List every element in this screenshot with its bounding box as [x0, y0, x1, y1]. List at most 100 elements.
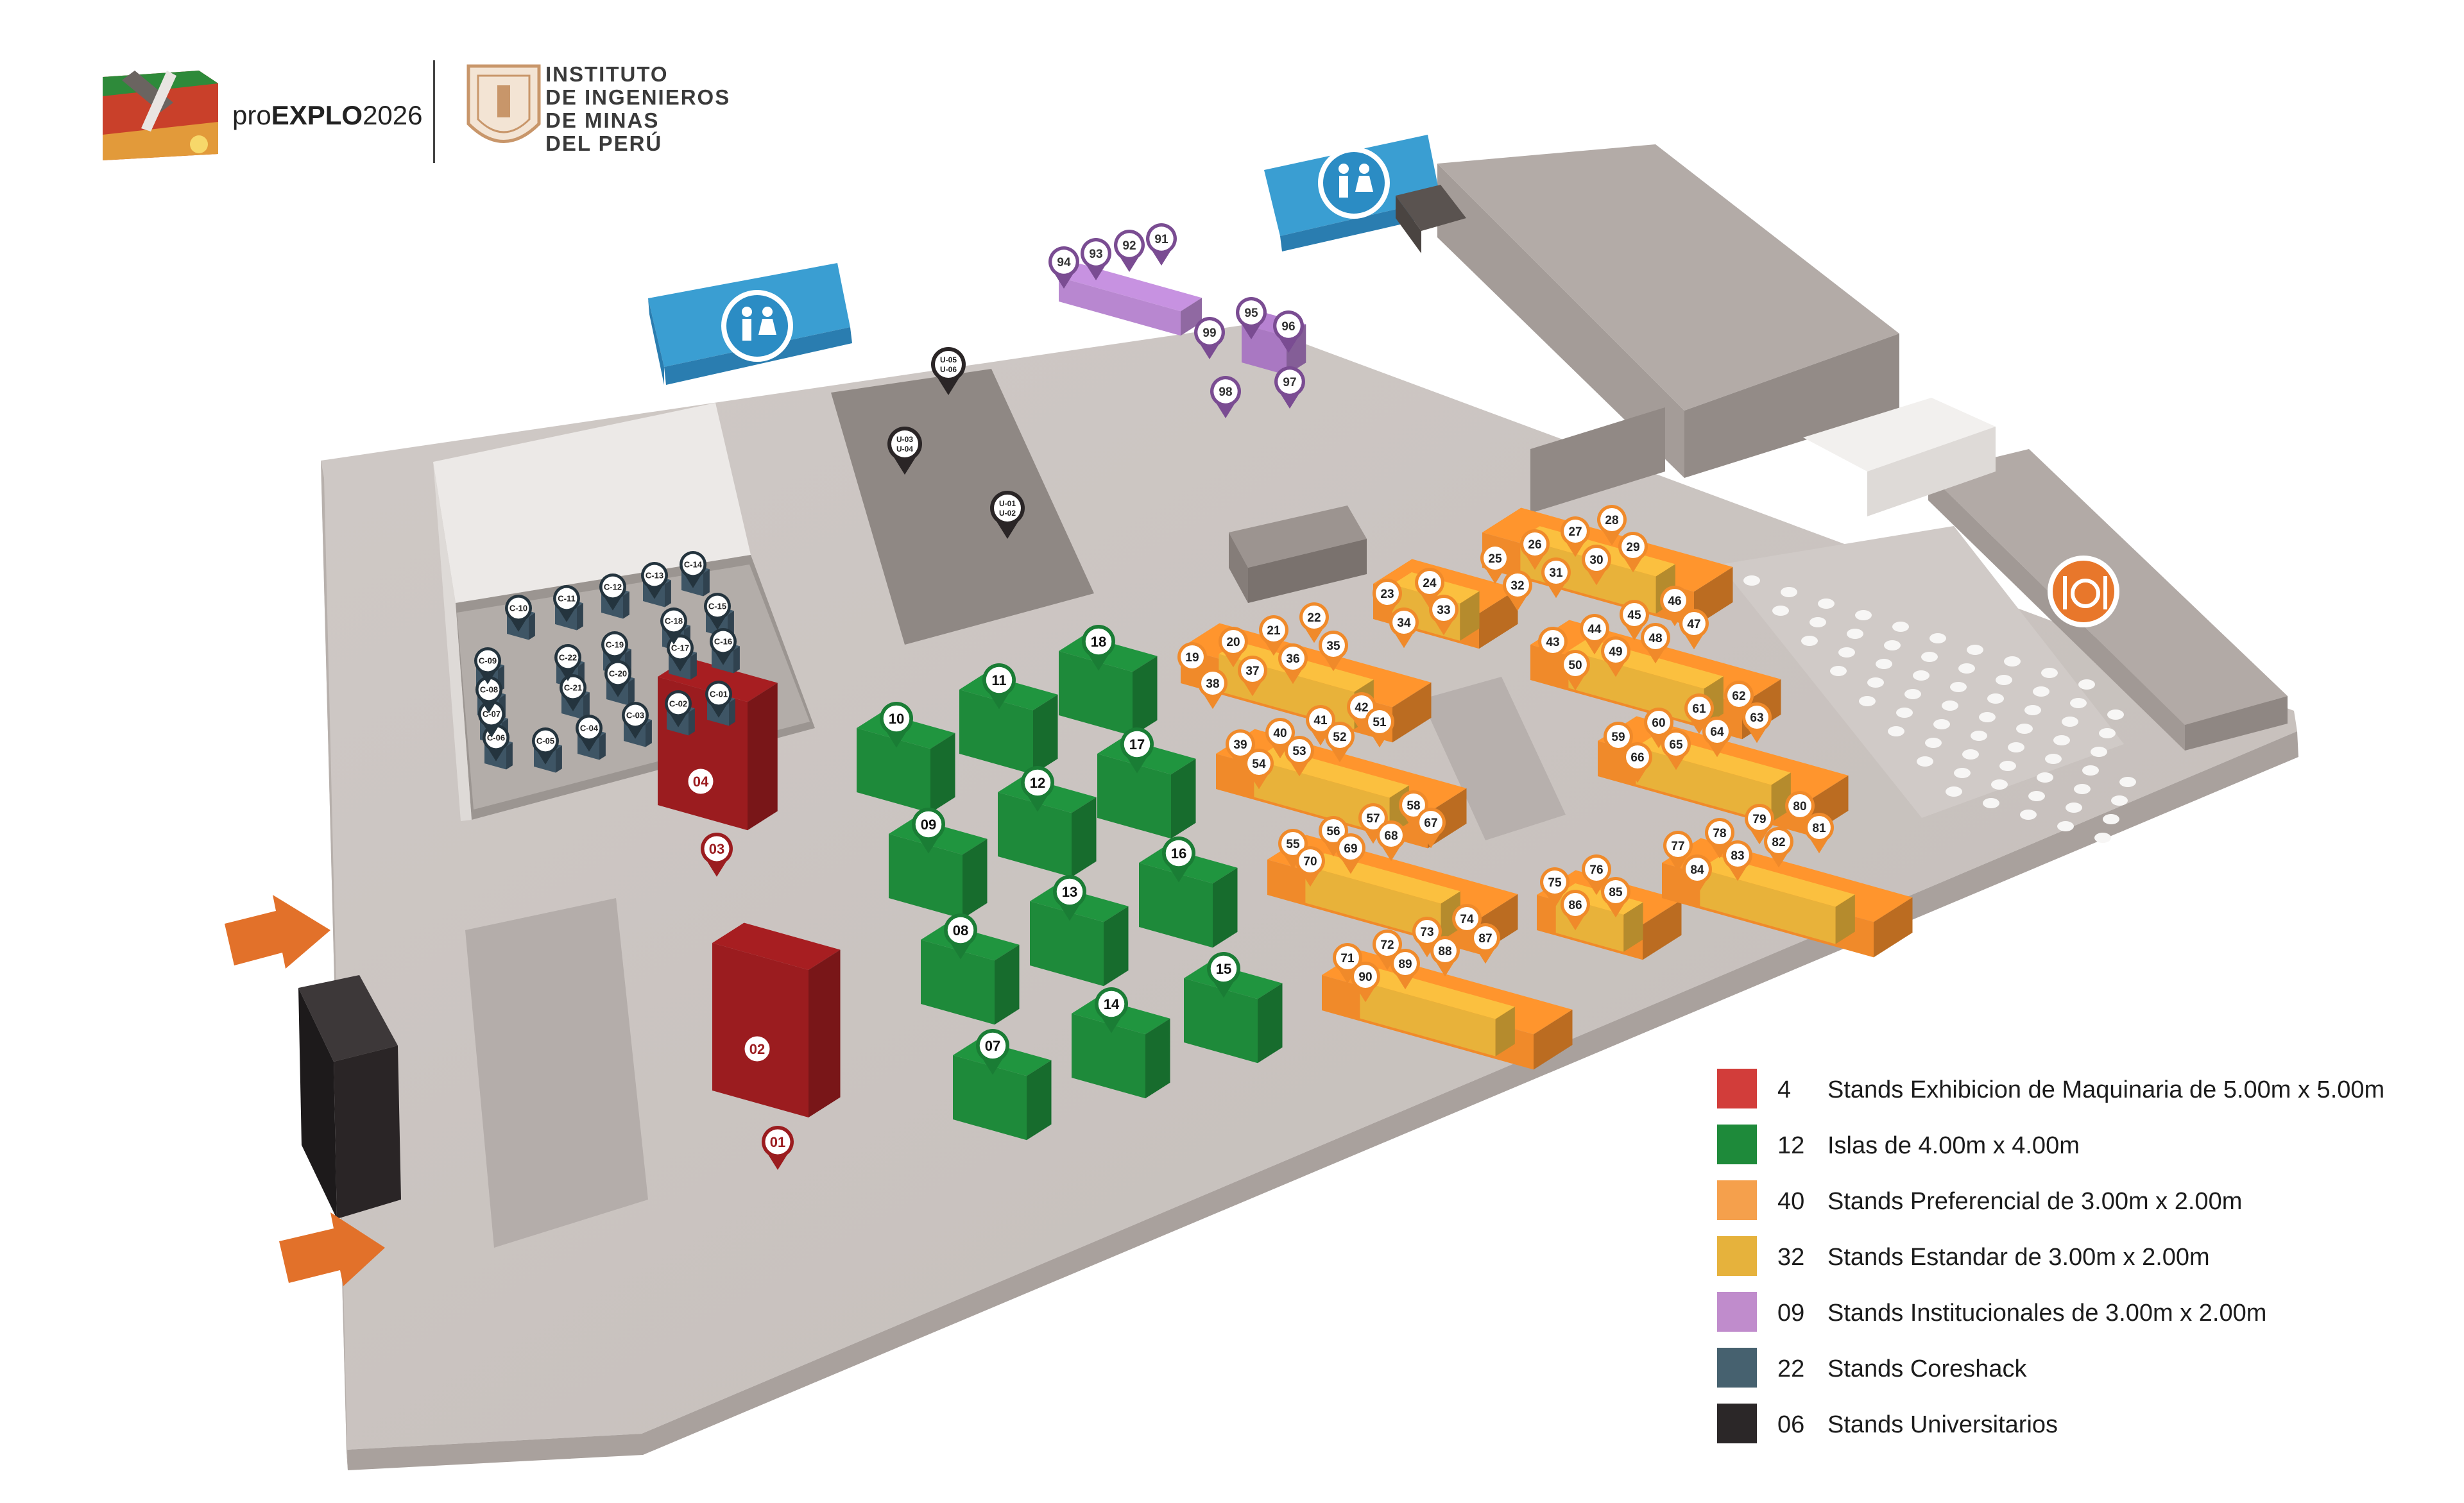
- stand-number-label: 12: [1030, 775, 1045, 791]
- legend-label: Islas de 4.00m x 4.00m: [1827, 1132, 2080, 1159]
- stand-number-label: C-02: [669, 699, 687, 709]
- stand-number-label: 14: [1104, 996, 1120, 1012]
- legend-swatch: [1717, 1069, 1757, 1108]
- dining-table: [1867, 677, 1884, 688]
- header-divider: [433, 60, 435, 163]
- map-pin-icon: 34: [1389, 607, 1419, 649]
- dining-table: [1838, 647, 1855, 658]
- legend-count: 22: [1777, 1355, 1805, 1382]
- dining-table: [1781, 587, 1797, 597]
- stand-number-label: 94: [1057, 256, 1071, 269]
- dining-table: [2004, 656, 2021, 667]
- legend-label: Stands Institucionales de 3.00m x 2.00m: [1827, 1300, 2267, 1327]
- dining-table: [1958, 663, 1975, 674]
- dining-table: [1954, 768, 1971, 778]
- legend-swatch: [1717, 1180, 1757, 1220]
- stand-number-label: 83: [1731, 849, 1744, 863]
- map-pin-icon: 02: [741, 1033, 773, 1077]
- stand-number-label: 04: [693, 774, 709, 790]
- stand-number-label: U-03: [896, 435, 913, 444]
- stand-number-label: C-16: [714, 637, 732, 647]
- map-pin-icon: 50: [1561, 650, 1590, 691]
- map-pin-icon: 31: [1541, 557, 1571, 599]
- dining-table: [1925, 738, 1942, 748]
- map-pin-icon: 47: [1679, 609, 1709, 650]
- map-pin-icon: C-05: [532, 727, 559, 765]
- map-pin-icon: C-21: [560, 674, 586, 711]
- dining-table: [1913, 670, 1929, 681]
- stand-number-label: 75: [1548, 876, 1562, 890]
- stand-number-label: U-05: [940, 355, 957, 364]
- dining-table: [1950, 682, 1967, 692]
- stand-number-label: 56: [1326, 825, 1340, 838]
- stand-number-label: 79: [1752, 813, 1766, 826]
- map-pin-icon: 86: [1561, 890, 1590, 931]
- stand-number-label: 66: [1630, 751, 1644, 765]
- stand-number-label: U-01: [999, 499, 1016, 508]
- stand-number-label: 96: [1281, 320, 1295, 334]
- dining-table: [2062, 717, 2078, 727]
- stand-number-label: 42: [1355, 701, 1368, 715]
- map-pin-icon: 63: [1742, 702, 1772, 743]
- map-pin-icon: 38: [1198, 668, 1228, 709]
- institute-line: DEL PERÚ: [545, 132, 663, 155]
- map-pin-icon: 81: [1804, 813, 1834, 854]
- map-pin-icon: C-04: [576, 715, 603, 752]
- stand-number-label: 91: [1154, 233, 1168, 246]
- machinery-stand-block-01-02: [712, 922, 841, 1117]
- dining-table: [1946, 786, 1962, 797]
- dining-table: [1884, 640, 1901, 650]
- map-pin-icon: 69: [1336, 833, 1365, 874]
- entrance-arrow-icon: [279, 1212, 385, 1286]
- map-pin-icon: 65: [1661, 729, 1691, 770]
- stand-number-label: C-08: [480, 685, 498, 695]
- map-pin-icon: 09: [912, 808, 945, 854]
- stand-number-label: 22: [1307, 611, 1321, 625]
- stand-number-label: 71: [1340, 952, 1355, 965]
- map-pin-icon: 99: [1194, 317, 1225, 359]
- map-pin-icon: U-03U-04: [887, 427, 922, 475]
- dining-table: [2078, 679, 2095, 690]
- dining-table: [1967, 645, 1983, 655]
- stand-number-label: 38: [1206, 677, 1219, 691]
- stand-number-label: 33: [1437, 604, 1450, 617]
- stand-number-label: C-19: [606, 640, 624, 650]
- legend-label: Stands Exhibicion de Maquinaria de 5.00m…: [1827, 1076, 2385, 1103]
- stand-number-label: 87: [1478, 932, 1492, 946]
- dining-table: [1859, 696, 1876, 706]
- legend-label: Stands Estandar de 3.00m x 2.00m: [1827, 1244, 2210, 1271]
- stand-number-label: 08: [953, 922, 968, 938]
- stand-number-label: 39: [1233, 738, 1247, 752]
- map-pin-icon: 90: [1351, 962, 1380, 1003]
- map-pin-icon: 25: [1480, 543, 1510, 584]
- map-pin-icon: 18: [1082, 625, 1115, 671]
- stand-number-label: 81: [1812, 822, 1826, 835]
- stand-number-label: C-14: [684, 560, 703, 570]
- dining-table: [2020, 810, 2037, 820]
- stand-number-label: 13: [1062, 884, 1077, 900]
- stand-number-label: 30: [1589, 554, 1603, 567]
- stand-number-label: 47: [1687, 618, 1700, 631]
- stand-number-label: 70: [1303, 855, 1317, 869]
- stand-number-label: 28: [1605, 514, 1618, 527]
- stand-number-label: 07: [985, 1038, 1000, 1054]
- stand-number-label: 40: [1273, 727, 1287, 740]
- map-pin-icon: 43: [1538, 627, 1568, 668]
- header-logos: proEXPLO2026 INSTITUTO DE INGENIEROS DE …: [96, 58, 802, 167]
- dining-table: [1917, 756, 1933, 767]
- map-pin-icon: U-01U-02: [990, 491, 1025, 539]
- map-pin-icon: C-08: [475, 676, 502, 713]
- dining-table: [1987, 693, 2004, 704]
- map-pin-icon: 15: [1207, 952, 1240, 998]
- map-pin-icon: 32: [1503, 570, 1532, 611]
- legend-swatch: [1717, 1348, 1757, 1388]
- map-pin-icon: 83: [1723, 840, 1752, 881]
- stand-number-label: C-21: [564, 683, 582, 693]
- stand-number-label: 68: [1384, 829, 1398, 843]
- central-lounge-zone: [1421, 677, 1566, 840]
- institute-line: DE MINAS: [545, 108, 660, 132]
- map-pin-icon: 93: [1081, 238, 1111, 280]
- map-pin-icon: 08: [944, 913, 977, 960]
- map-pin-icon: 52: [1325, 722, 1355, 763]
- stand-number-label: 44: [1587, 623, 1602, 636]
